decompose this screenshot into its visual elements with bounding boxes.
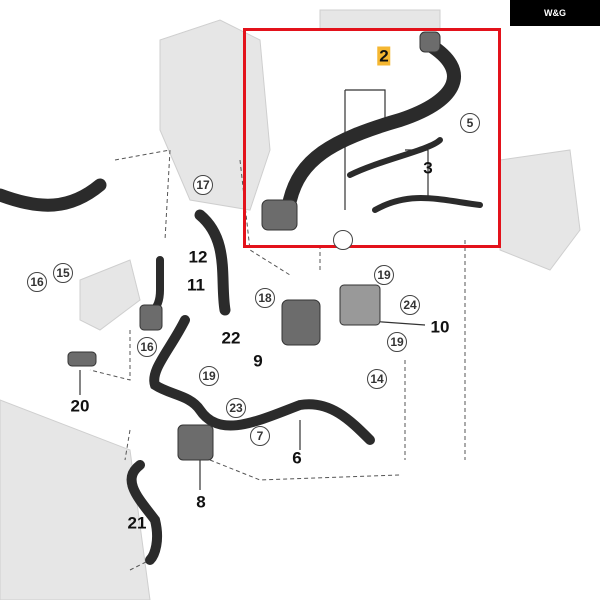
callout-16[interactable]: 16: [27, 272, 47, 292]
callout-5[interactable]: 5: [460, 113, 480, 133]
part-label-8[interactable]: 8: [196, 492, 206, 512]
callout-19[interactable]: 19: [374, 265, 394, 285]
part-label-22[interactable]: 22: [221, 328, 241, 348]
brand-logo: W&G: [510, 0, 600, 26]
part-label-6[interactable]: 6: [292, 448, 302, 468]
callout-14[interactable]: 14: [367, 369, 387, 389]
highlight-box: [243, 28, 501, 248]
components: [67, 31, 441, 461]
callout-1[interactable]: [333, 230, 353, 250]
callout-18[interactable]: 18: [255, 288, 275, 308]
part-label-3[interactable]: 3: [423, 158, 433, 178]
callout-7[interactable]: 7: [250, 426, 270, 446]
callout-15[interactable]: 15: [53, 263, 73, 283]
callout-23[interactable]: 23: [226, 398, 246, 418]
part-label-11[interactable]: 11: [187, 275, 205, 295]
callout-17[interactable]: 17: [193, 175, 213, 195]
part-label-9[interactable]: 9: [253, 351, 263, 371]
part-label-2[interactable]: 2: [377, 46, 391, 66]
part-label-10[interactable]: 10: [430, 317, 450, 337]
callout-24[interactable]: 24: [400, 295, 420, 315]
callout-19[interactable]: 19: [199, 366, 219, 386]
callout-16[interactable]: 16: [137, 337, 157, 357]
ghost-parts: [0, 9, 581, 600]
part-label-21[interactable]: 21: [127, 513, 147, 533]
part-label-20[interactable]: 20: [70, 396, 90, 416]
callout-19[interactable]: 19: [387, 332, 407, 352]
logo-text: W&G: [544, 8, 566, 18]
part-label-12[interactable]: 12: [188, 247, 208, 267]
